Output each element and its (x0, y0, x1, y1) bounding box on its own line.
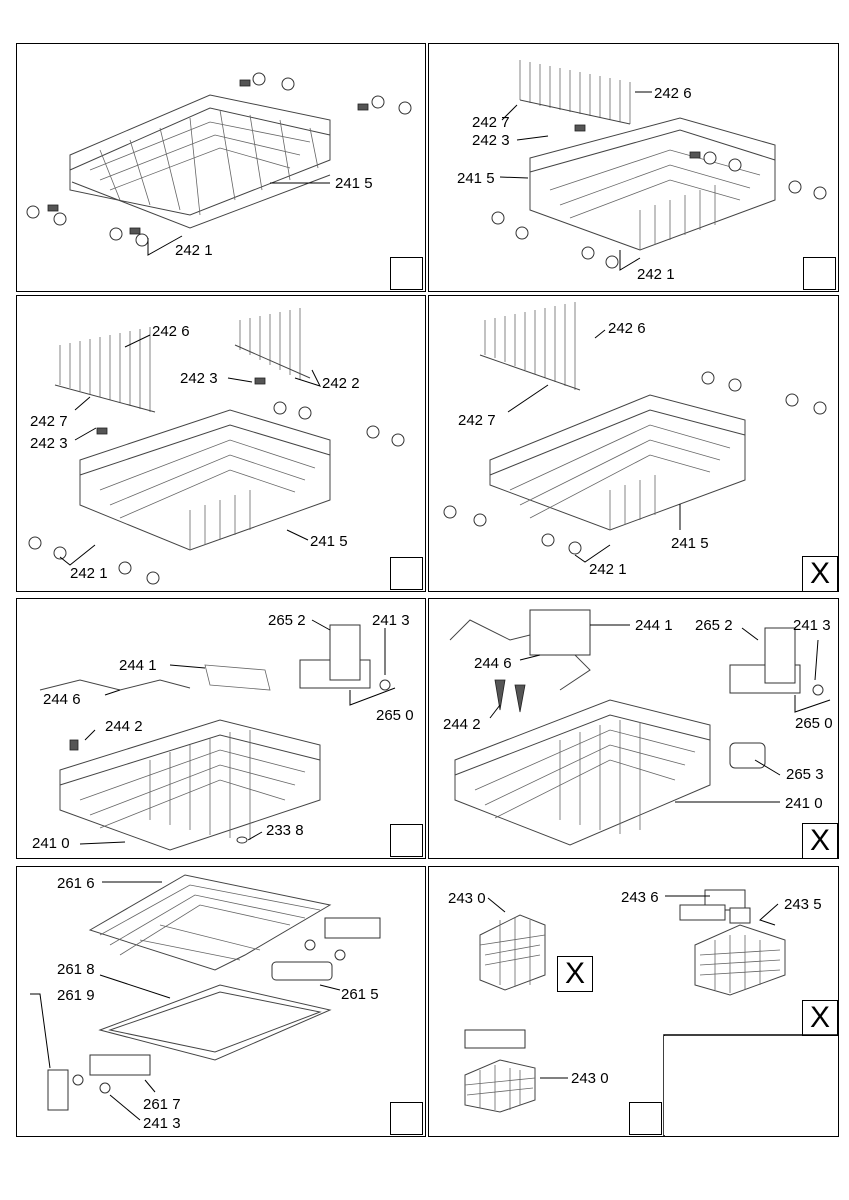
part-label: 241 5 (310, 533, 348, 550)
part-label: 242 7 (458, 412, 496, 429)
part-label: 241 5 (457, 170, 495, 187)
variant-marker-x: X (802, 823, 838, 859)
part-label: 261 9 (57, 987, 95, 1004)
part-label: 242 3 (30, 435, 68, 452)
part-label: 265 3 (786, 766, 824, 783)
part-label: 265 2 (268, 612, 306, 629)
part-label: 265 0 (376, 707, 414, 724)
part-label: 243 5 (784, 896, 822, 913)
part-label: 242 3 (472, 132, 510, 149)
part-label: 241 0 (785, 795, 823, 812)
part-label: 241 3 (143, 1115, 181, 1132)
part-label: 233 8 (266, 822, 304, 839)
part-label: 242 1 (589, 561, 627, 578)
panel-upper-basket-1 (16, 43, 426, 292)
part-label: 261 6 (57, 875, 95, 892)
document-number: 08008535 (718, 1080, 800, 1100)
part-label: 241 3 (793, 617, 831, 634)
part-label: 261 5 (341, 986, 379, 1003)
part-label: 242 7 (30, 413, 68, 430)
panel-lower-basket-2 (428, 598, 839, 859)
part-label: 244 2 (443, 716, 481, 733)
corner-box (390, 557, 423, 590)
part-label: 241 0 (32, 835, 70, 852)
part-label: 265 0 (795, 715, 833, 732)
corner-box (390, 824, 423, 857)
part-label: 241 5 (335, 175, 373, 192)
part-label: 244 6 (474, 655, 512, 672)
panel-upper-basket-2 (428, 43, 839, 292)
part-label: 242 6 (654, 85, 692, 102)
part-label: 243 0 (571, 1070, 609, 1087)
variant-marker-x: X (557, 956, 593, 992)
part-label: 261 8 (57, 961, 95, 978)
panel-lower-basket-1 (16, 598, 426, 859)
part-label: 244 1 (635, 617, 673, 634)
part-label: 242 6 (608, 320, 646, 337)
part-label: 242 2 (322, 375, 360, 392)
part-label: 244 6 (43, 691, 81, 708)
part-label: 261 7 (143, 1096, 181, 1113)
part-label: 243 6 (621, 889, 659, 906)
part-label: 265 2 (695, 617, 733, 634)
part-label: 244 1 (119, 657, 157, 674)
variant-marker-x: X (802, 556, 838, 592)
part-label: 242 7 (472, 114, 510, 131)
corner-box (390, 1102, 423, 1135)
panel-upper-basket-4 (428, 295, 839, 592)
part-label: 242 6 (152, 323, 190, 340)
part-label: 242 1 (175, 242, 213, 259)
part-label: 242 3 (180, 370, 218, 387)
part-label: 242 1 (637, 266, 675, 283)
corner-box (629, 1102, 662, 1135)
panel-upper-basket-3 (16, 295, 426, 592)
variant-marker-x: X (802, 1000, 838, 1036)
corner-box (803, 257, 836, 290)
part-label: 244 2 (105, 718, 143, 735)
part-label: 242 1 (70, 565, 108, 582)
corner-box (390, 257, 423, 290)
part-label: 241 3 (372, 612, 410, 629)
part-label: 243 0 (448, 890, 486, 907)
part-label: 241 5 (671, 535, 709, 552)
